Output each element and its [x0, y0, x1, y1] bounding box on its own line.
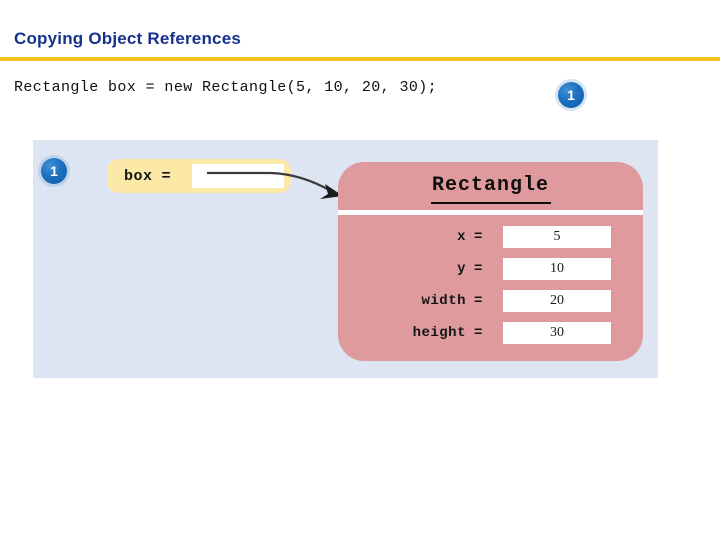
field-value-box-x: 5	[503, 226, 611, 248]
field-value-box-y: 10	[503, 258, 611, 280]
title-divider-rule	[0, 57, 720, 61]
step-badge-code: 1	[558, 82, 584, 108]
field-label-width: width	[421, 293, 466, 309]
field-value-height: 30	[550, 325, 564, 340]
field-value-box-width: 20	[503, 290, 611, 312]
field-value-y: 10	[550, 261, 564, 276]
field-equals-y: =	[474, 261, 483, 277]
field-value-width: 20	[550, 293, 564, 308]
field-label-y: y	[457, 261, 466, 277]
object-type-name: Rectangle	[431, 174, 550, 197]
field-label-height: height	[412, 325, 466, 341]
variable-equals-sign: =	[161, 167, 171, 185]
table-row: x = 5	[338, 226, 643, 248]
variable-value-field	[192, 164, 284, 188]
object-type-underline	[431, 202, 551, 204]
reference-arrow-icon	[207, 171, 343, 199]
field-equals-height: =	[474, 325, 483, 341]
field-label-x: x	[457, 229, 466, 245]
code-statement: Rectangle box = new Rectangle(5, 10, 20,…	[14, 79, 438, 96]
field-equals-x: =	[474, 229, 483, 245]
field-value-x: 5	[553, 229, 561, 244]
step-badge-diagram: 1	[41, 158, 67, 184]
table-row: width = 20	[338, 290, 643, 312]
table-row: y = 10	[338, 258, 643, 280]
field-equals-width: =	[474, 293, 483, 309]
table-row: height = 30	[338, 322, 643, 344]
page-title: Copying Object References	[14, 29, 242, 48]
field-value-box-height: 30	[503, 322, 611, 344]
object-card-rectangle: Rectangle x = 5 y = 10 width = 20 height	[338, 162, 643, 361]
object-header-divider	[338, 210, 643, 215]
variable-box: box =	[107, 159, 291, 193]
object-field-list: x = 5 y = 10 width = 20 height = 30	[338, 226, 643, 354]
variable-name-label: box	[124, 167, 153, 185]
